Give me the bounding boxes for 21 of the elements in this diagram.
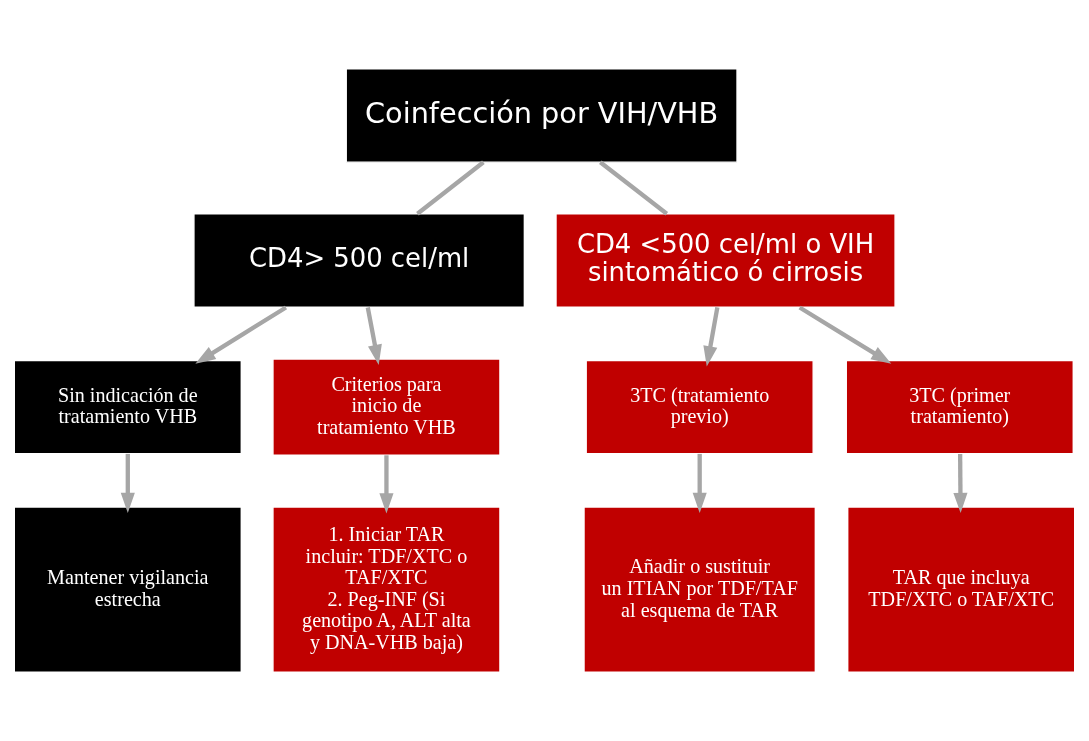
arrow xyxy=(692,453,707,514)
node-box: Añadir o sustituir un ITIAN por TDF/TAF al esquema de TAR xyxy=(583,506,817,673)
arrow xyxy=(365,307,382,365)
connector xyxy=(599,160,669,216)
node-box: CD4 <500 cel/ml o VIH sintomático ó cirrosis xyxy=(555,213,896,308)
arrow xyxy=(379,455,394,514)
node-box: 3TC (tratamiento previo) xyxy=(585,359,814,455)
arrow xyxy=(120,453,135,514)
node-box: 1. Iniciar TAR incluir: TDF/XTC o TAF/XTC 2. Peg-INF (Si genotipo A, ALT alta y DNA-VHB baja) xyxy=(272,506,501,673)
node-box: 3TC (primer tratamiento) xyxy=(845,359,1074,455)
node-box: CD4> 500 cel/ml xyxy=(193,213,526,308)
node-box: Coinfección por VIH/VHB xyxy=(345,68,738,163)
arrow xyxy=(195,305,288,364)
node-box: Sin indicación de tratamiento VHB xyxy=(13,359,243,455)
node-box: TAR que incluya TDF/XTC o TAF/XTC xyxy=(846,506,1076,673)
node-box: Criterios para inicio de tratamiento VHB xyxy=(272,358,501,456)
arrow xyxy=(798,305,892,364)
node-box: Mantener vigilancia estrecha xyxy=(13,506,243,673)
connector xyxy=(416,160,485,216)
arrow xyxy=(703,307,720,367)
arrow xyxy=(953,453,968,514)
